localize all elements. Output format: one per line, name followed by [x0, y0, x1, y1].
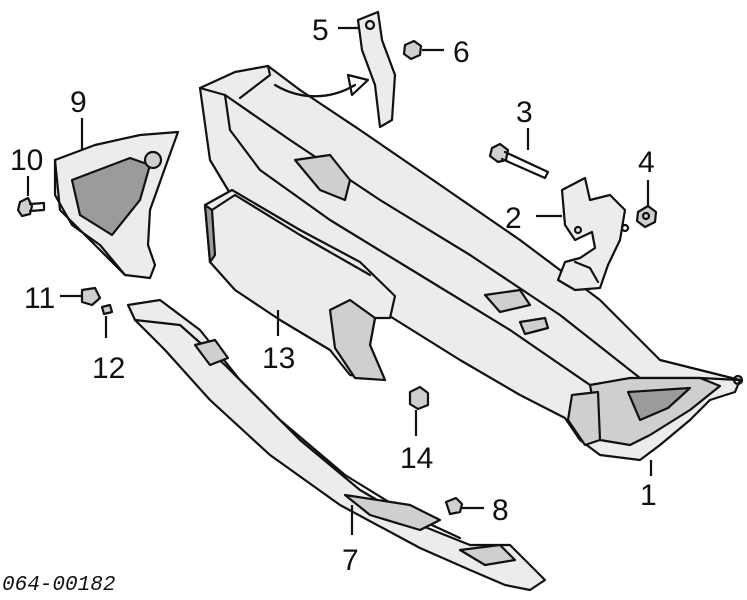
bolt [488, 142, 550, 180]
energy-absorber [203, 188, 397, 382]
lower-valance [126, 298, 547, 592]
nut [635, 204, 658, 229]
diagram-number: 064-00182 [2, 574, 115, 597]
callout-8: 8 [492, 494, 509, 527]
callout-12: 12 [92, 352, 125, 385]
callout-2: 2 [505, 202, 522, 235]
callout-1: 1 [640, 479, 657, 512]
bolt [16, 196, 46, 218]
callout-6: 6 [453, 36, 470, 69]
callout-3: 3 [516, 96, 533, 129]
side-filler-panel [53, 130, 180, 280]
bumper-beam [198, 64, 744, 462]
callout-10: 10 [10, 144, 43, 177]
nut [402, 39, 423, 61]
callout-9: 9 [70, 86, 87, 119]
upper-bracket [273, 10, 397, 129]
callout-14: 14 [400, 442, 433, 475]
screw [100, 303, 114, 316]
nut [444, 496, 464, 516]
callout-4: 4 [638, 146, 655, 179]
nut [408, 385, 430, 411]
tow-hook-bracket [556, 176, 630, 292]
callout-7: 7 [342, 544, 359, 577]
callout-11: 11 [24, 282, 55, 315]
callout-13: 13 [262, 342, 295, 375]
callout-5: 5 [312, 14, 329, 47]
clip [80, 286, 102, 307]
